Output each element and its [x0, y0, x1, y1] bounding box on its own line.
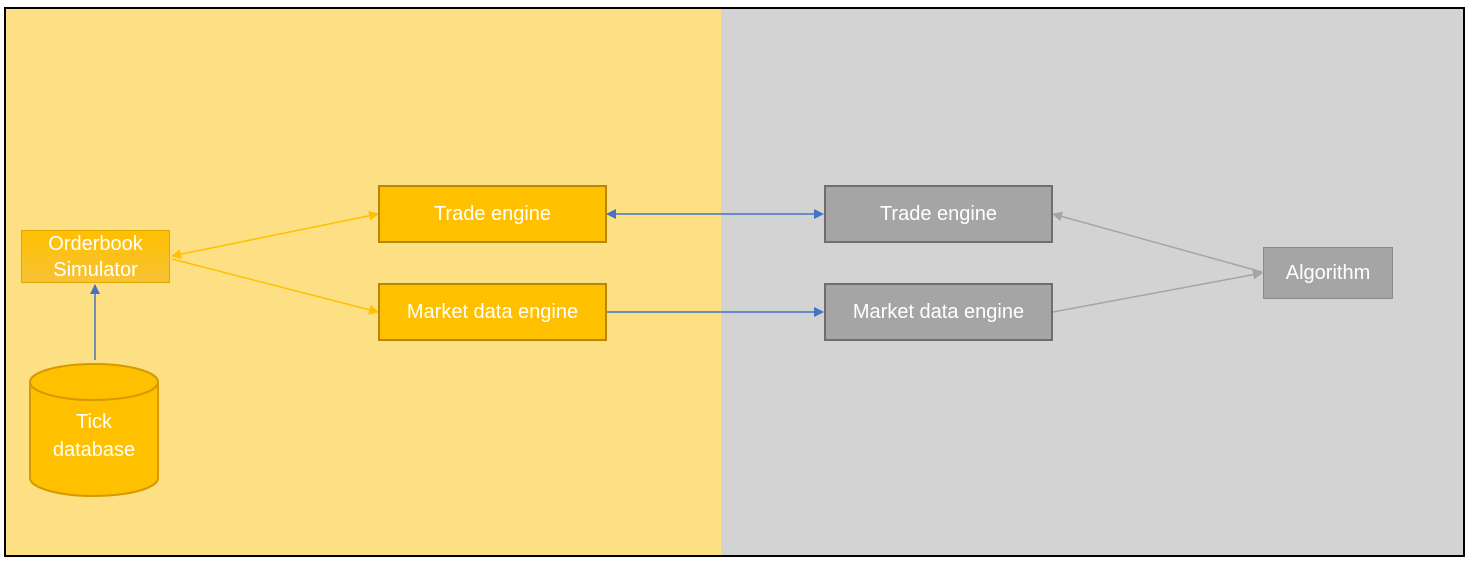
- arrow-market-data-to-algorithm: [1052, 269, 1263, 313]
- left-market-data-engine-node: Market data engine: [378, 283, 607, 341]
- tick-database-cylinder: [29, 363, 159, 497]
- left-trade-engine-node: Trade engine: [378, 185, 607, 243]
- orderbook-simulator-node: Orderbook Simulator: [21, 230, 170, 283]
- tick-database-label: Tick database: [52, 411, 136, 461]
- algorithm-node: Algorithm: [1263, 247, 1393, 299]
- right-trade-engine-node: Trade engine: [824, 185, 1053, 243]
- right-market-data-engine-node: Market data engine: [824, 283, 1053, 341]
- arrow-algorithm-to-trade-engine: [1052, 211, 1263, 273]
- arrow-simulator-market-data-engine: [171, 258, 379, 315]
- arrow-simulator-trade-engine: [171, 210, 379, 260]
